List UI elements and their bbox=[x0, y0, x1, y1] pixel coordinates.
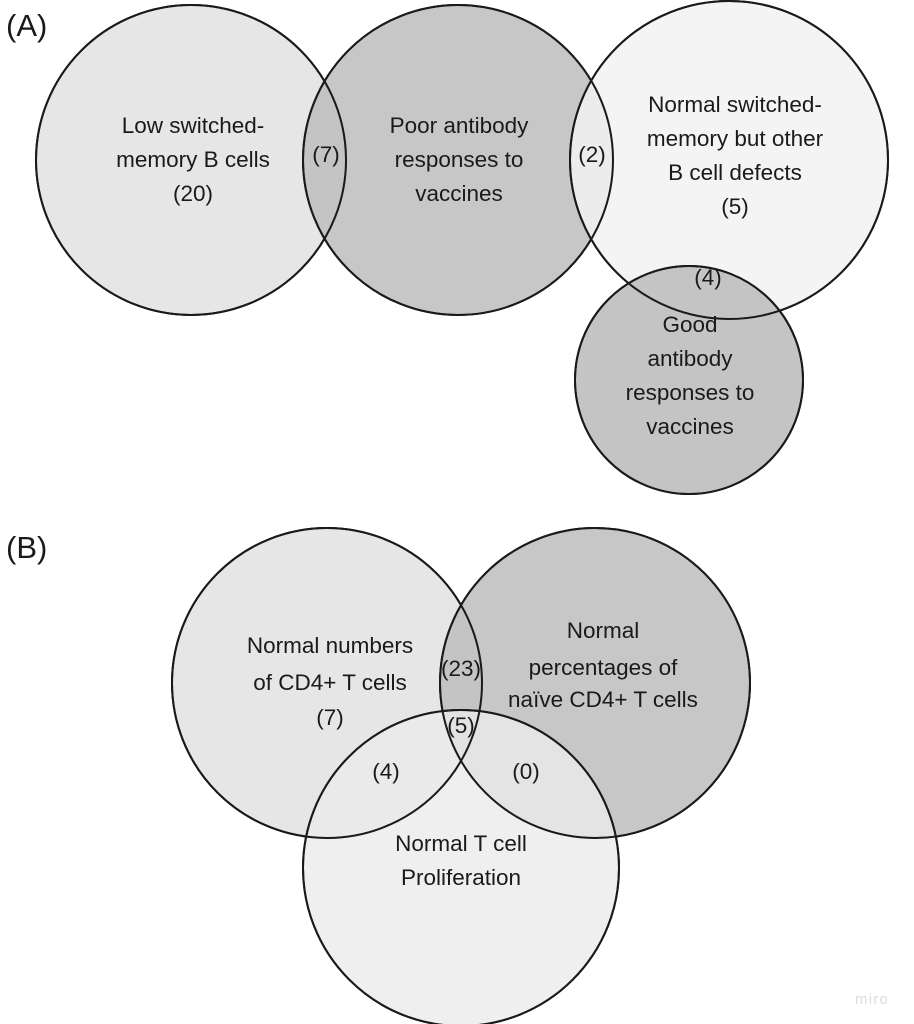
panel-a: (A) Low switched- memory B cells (20) bbox=[6, 0, 889, 495]
set-label-line: vaccines bbox=[415, 181, 503, 206]
set-count: (20) bbox=[173, 181, 213, 206]
set-label-line: percentages of bbox=[529, 655, 679, 680]
label-normal-numbers-cd4-t-cells: Normal numbers of CD4+ T cells (7) bbox=[247, 633, 413, 730]
set-label-line: responses to bbox=[626, 380, 755, 405]
circle-outline-b1 bbox=[171, 527, 483, 839]
set-label-line: memory B cells bbox=[116, 147, 270, 172]
set-label-line: Normal T cell bbox=[395, 831, 527, 856]
set-label-line: Normal bbox=[567, 618, 640, 643]
set-label-line: Normal numbers bbox=[247, 633, 413, 658]
circle-outline-a3 bbox=[569, 0, 889, 320]
label-good-antibody-responses: Good antibody responses to vaccines bbox=[626, 312, 755, 439]
intersection-count-b1-b2-b3: (5) bbox=[447, 713, 475, 738]
intersection-count-a3-a4: (4) bbox=[694, 265, 722, 290]
set-label-line: B cell defects bbox=[668, 160, 802, 185]
circle-outline-a1 bbox=[35, 4, 347, 316]
intersection-count-b1-b2: (23) bbox=[441, 656, 481, 681]
set-label-line: antibody bbox=[647, 346, 733, 371]
circle-outline-a4 bbox=[574, 265, 804, 495]
circle-outline-a2 bbox=[302, 4, 614, 316]
set-label-line: Normal switched- bbox=[648, 92, 822, 117]
label-low-switched-memory-b-cells: Low switched- memory B cells (20) bbox=[116, 113, 270, 206]
intersection-count-a2-a3: (2) bbox=[578, 142, 606, 167]
set-count: (5) bbox=[721, 194, 749, 219]
intersection-count-b1-b3: (4) bbox=[372, 759, 400, 784]
intersection-count-b2-b3: (0) bbox=[512, 759, 540, 784]
label-poor-antibody-responses: Poor antibody responses to vaccines bbox=[390, 113, 530, 206]
set-label-line: responses to bbox=[395, 147, 524, 172]
panel-a-label: (A) bbox=[6, 8, 47, 43]
miro-watermark: miro bbox=[855, 991, 889, 1008]
set-label-line: Good bbox=[662, 312, 717, 337]
set-label-line: Poor antibody bbox=[390, 113, 530, 138]
set-label-line: memory but other bbox=[647, 126, 824, 151]
label-normal-percentages-naive-cd4-t-cells: Normal percentages of naïve CD4+ T cells bbox=[508, 618, 698, 712]
set-label-line: vaccines bbox=[646, 414, 734, 439]
label-normal-t-cell-proliferation: Normal T cell Proliferation bbox=[395, 831, 527, 890]
panel-b: (B) Normal numbers of CD4+ T cells (7) N… bbox=[6, 527, 751, 1024]
label-normal-switched-memory-other-defects: Normal switched- memory but other B cell… bbox=[647, 92, 824, 219]
set-count: (7) bbox=[316, 705, 344, 730]
set-label-line: Proliferation bbox=[401, 865, 521, 890]
intersection-count-a1-a2: (7) bbox=[312, 142, 340, 167]
circle-outline-b3 bbox=[302, 709, 620, 1024]
circle-outline-b2 bbox=[439, 527, 751, 839]
set-label-line: of CD4+ T cells bbox=[253, 670, 407, 695]
panel-b-label: (B) bbox=[6, 530, 47, 565]
set-label-line: Low switched- bbox=[122, 113, 265, 138]
set-label-line: naïve CD4+ T cells bbox=[508, 687, 698, 712]
